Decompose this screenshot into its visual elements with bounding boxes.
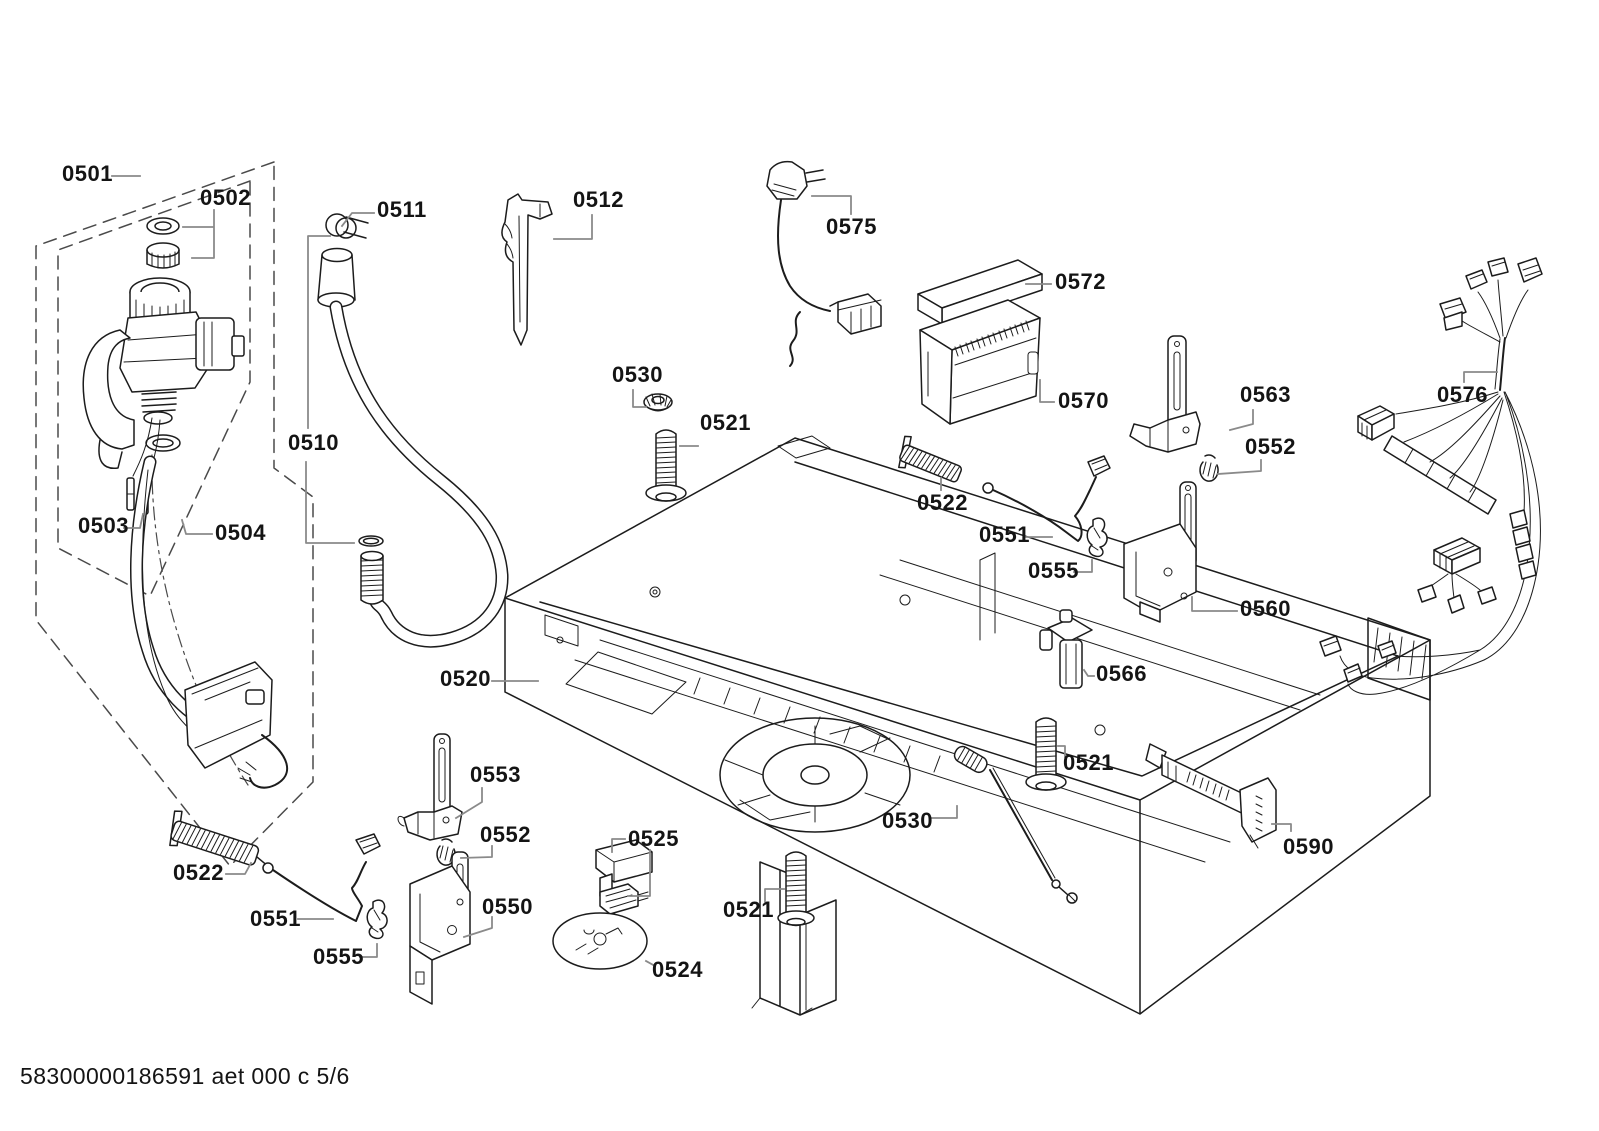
bracket-0550 bbox=[409, 851, 471, 1005]
part-label-0552-right: 0552 bbox=[1245, 434, 1296, 459]
leader-0512 bbox=[553, 214, 593, 240]
part-label-0576: 0576 bbox=[1437, 382, 1488, 407]
leader-0552-left bbox=[460, 845, 493, 859]
leader-0553 bbox=[454, 787, 483, 820]
part-label-0520: 0520 bbox=[440, 666, 491, 691]
leader-0522-left bbox=[225, 861, 253, 875]
control-module-0570 bbox=[919, 299, 1041, 425]
outer-dashed-box bbox=[35, 161, 314, 867]
power-cord-0575 bbox=[766, 160, 882, 367]
leader-0510 bbox=[305, 235, 355, 544]
part-label-0522-right: 0522 bbox=[917, 490, 968, 515]
leader-0502 bbox=[182, 209, 215, 259]
leader-0524 bbox=[644, 959, 657, 968]
bracket-0553 bbox=[397, 733, 463, 841]
part-label-0504: 0504 bbox=[215, 520, 266, 545]
leader-0555-left bbox=[359, 943, 378, 958]
part-label-0510: 0510 bbox=[288, 430, 339, 455]
clip-0552-right bbox=[1199, 454, 1219, 482]
disc-0524 bbox=[552, 912, 648, 970]
screw-0521-right bbox=[1025, 717, 1067, 791]
bracket-0560 bbox=[1123, 481, 1197, 623]
base-frame-0520 bbox=[504, 435, 1431, 1016]
dashed-group-boxes bbox=[35, 161, 314, 867]
part-label-0563: 0563 bbox=[1240, 382, 1291, 407]
part-label-0530-top: 0530 bbox=[612, 362, 663, 387]
leader-0530-top bbox=[632, 389, 647, 408]
leader-0563 bbox=[1228, 409, 1254, 432]
leader-0555-right bbox=[1073, 559, 1093, 573]
leader-lines bbox=[111, 175, 1498, 968]
leader-0590 bbox=[1271, 823, 1292, 832]
valve-assembly-0501 bbox=[82, 217, 245, 515]
part-label-0511: 0511 bbox=[377, 197, 427, 222]
leader-0576 bbox=[1463, 371, 1498, 383]
cover-0572 bbox=[917, 259, 1043, 325]
part-label-0555-left: 0555 bbox=[313, 944, 364, 969]
leader-0570 bbox=[1039, 379, 1055, 403]
plug-0566 bbox=[1039, 609, 1093, 689]
holder-0555-left bbox=[366, 899, 388, 940]
bracket-0563 bbox=[1129, 335, 1201, 453]
inner-dashed-box bbox=[57, 180, 251, 597]
part-label-0521-top: 0521 bbox=[700, 410, 751, 435]
spindle-0530-bottom bbox=[953, 745, 1078, 904]
switch-0525 bbox=[595, 839, 653, 915]
leader-0560 bbox=[1191, 596, 1238, 612]
part-label-0575: 0575 bbox=[826, 214, 877, 239]
part-label-0551-left: 0551 bbox=[250, 906, 301, 931]
cable-0551-left bbox=[262, 833, 381, 922]
part-label-0521-right: 0521 bbox=[1063, 750, 1114, 775]
leader-0521-mid bbox=[764, 888, 785, 903]
spring-0522-left bbox=[169, 810, 266, 866]
hose-clamp-0511 bbox=[325, 213, 369, 239]
part-label-0530-bot: 0530 bbox=[882, 808, 933, 833]
leader-0566 bbox=[1082, 668, 1095, 677]
bracket-0512 bbox=[501, 193, 553, 346]
part-label-0553: 0553 bbox=[470, 762, 521, 787]
part-label-0572: 0572 bbox=[1055, 269, 1106, 294]
part-label-0522-left: 0522 bbox=[173, 860, 224, 885]
part-label-0551-right: 0551 bbox=[979, 522, 1030, 547]
rail-0590 bbox=[1145, 743, 1277, 849]
internal-hose-0504 bbox=[130, 455, 289, 789]
part-label-0552-left: 0552 bbox=[480, 822, 531, 847]
part-label-0503: 0503 bbox=[78, 513, 129, 538]
leader-0503 bbox=[123, 512, 145, 529]
leader-0521-right bbox=[1057, 745, 1066, 758]
holder-0555-right bbox=[1086, 517, 1108, 558]
clip-0552-left bbox=[436, 838, 456, 866]
leader-0511 bbox=[340, 212, 375, 228]
screw-0521-top bbox=[645, 429, 687, 502]
part-label-0501: 0501 bbox=[62, 161, 113, 186]
part-label-0555-right: 0555 bbox=[1028, 558, 1079, 583]
part-label-0550: 0550 bbox=[482, 894, 533, 919]
leader-0504 bbox=[180, 518, 213, 535]
leader-0550 bbox=[462, 916, 493, 939]
part-label-0524: 0524 bbox=[652, 957, 703, 982]
wiring-harness-0576 bbox=[1319, 257, 1543, 695]
part-label-0521-mid: 0521 bbox=[723, 897, 774, 922]
part-label-0525: 0525 bbox=[628, 826, 679, 851]
leader-0530-bot bbox=[929, 805, 958, 819]
supply-hose-0510 bbox=[317, 247, 509, 648]
screw-0521-mid bbox=[777, 851, 815, 927]
leader-0552-right bbox=[1217, 459, 1262, 475]
part-label-0570: 0570 bbox=[1058, 388, 1109, 413]
leader-0525 bbox=[611, 838, 651, 897]
part-label-0590: 0590 bbox=[1283, 834, 1334, 859]
part-label-0512: 0512 bbox=[573, 187, 624, 212]
spring-0522-right bbox=[898, 435, 963, 483]
part-label-0502: 0502 bbox=[200, 185, 251, 210]
cable-0551-right bbox=[982, 455, 1111, 542]
part-label-0566: 0566 bbox=[1096, 661, 1147, 686]
leader-0575 bbox=[811, 195, 852, 215]
footer-document-number: 58300000186591 aet 000 c 5/6 bbox=[20, 1063, 350, 1089]
center-axis-line bbox=[151, 454, 249, 786]
part-label-0560: 0560 bbox=[1240, 596, 1291, 621]
nut-0530-top bbox=[643, 393, 673, 412]
